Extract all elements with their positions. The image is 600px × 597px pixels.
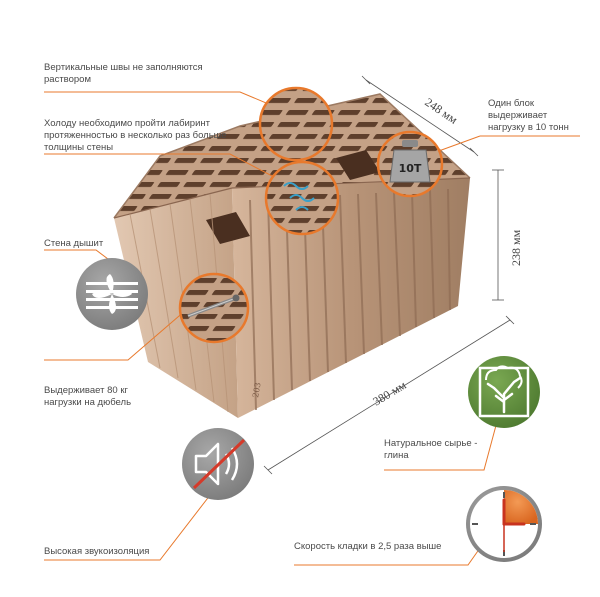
front-ribs [249,188,451,411]
speaker-muted-icon [182,428,254,500]
fan-icon [76,258,148,330]
grip-hole-left [206,212,250,244]
callout-sound-insulation: Высокая звукоизоляция [44,546,150,557]
tree-icon [468,356,540,428]
dim-depth: 248 мм [422,95,460,127]
dowel-icon [187,294,240,318]
dim-height: 238 мм [509,229,523,266]
block-end-face [114,188,238,418]
callout-vertical-joints: Вертикальные швы не заполняются растворо… [44,62,203,85]
callout-dowel-load: Выдерживает 80 кг нагрузки на дюбель [44,385,132,408]
magnifier-slots [258,86,334,162]
callout-natural-clay: Натуральное сырье - глина [384,438,478,461]
callout-wall-breathes: Стена дышит [44,238,104,249]
callout-block-load: Один блок выдерживает нагрузку в 10 тонн [488,98,569,133]
clock-icon [466,486,542,562]
weight-label: 10T [399,162,422,175]
leader-lines [44,91,580,566]
dim-length: 380 мм [370,378,409,409]
magnifier-labyrinth [264,160,340,236]
svg-text:203: 203 [251,382,263,399]
weight-icon: 10T [389,140,431,183]
grip-hole-right [336,150,380,180]
ceramic-block: 203 [113,93,471,418]
callout-cold-labyrinth: Холоду необходимо пройти лабиринт протяж… [44,118,227,153]
dimension-lines [263,75,515,475]
magnifier-dowel [178,272,250,344]
magnifier-weight: 10T [376,130,444,198]
callout-laying-speed: Скорость кладки в 2,5 раза выше [294,541,442,552]
